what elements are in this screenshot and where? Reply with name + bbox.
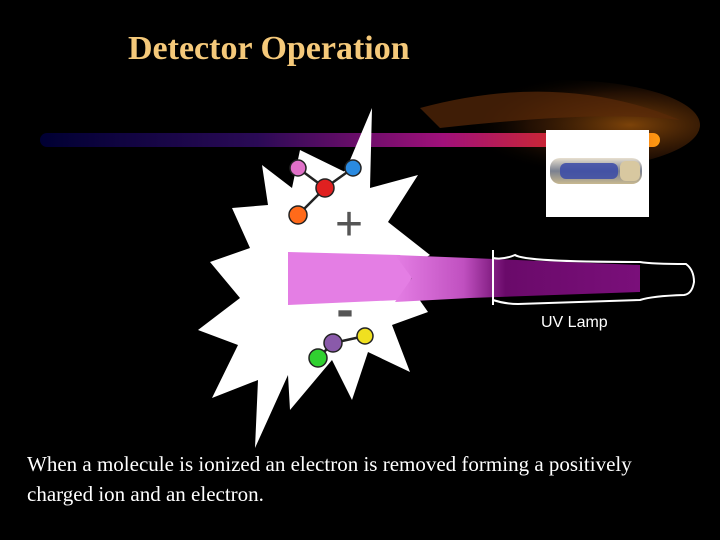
- negative-molecule: [308, 327, 374, 368]
- uv-lamp-label: UV Lamp: [541, 314, 608, 331]
- uv-beam: [288, 252, 415, 305]
- lamp-photo: [546, 130, 649, 217]
- plus-sign: +: [335, 198, 363, 251]
- uv-lamp: [492, 250, 696, 306]
- uv-beam-tail: [395, 255, 640, 302]
- light-bar: [40, 133, 660, 147]
- minus-sign: -: [336, 281, 353, 339]
- slide-title: Detector Operation: [128, 30, 410, 67]
- positive-molecule: [288, 159, 362, 225]
- slide-caption: When a molecule is ionized an electron i…: [27, 452, 632, 506]
